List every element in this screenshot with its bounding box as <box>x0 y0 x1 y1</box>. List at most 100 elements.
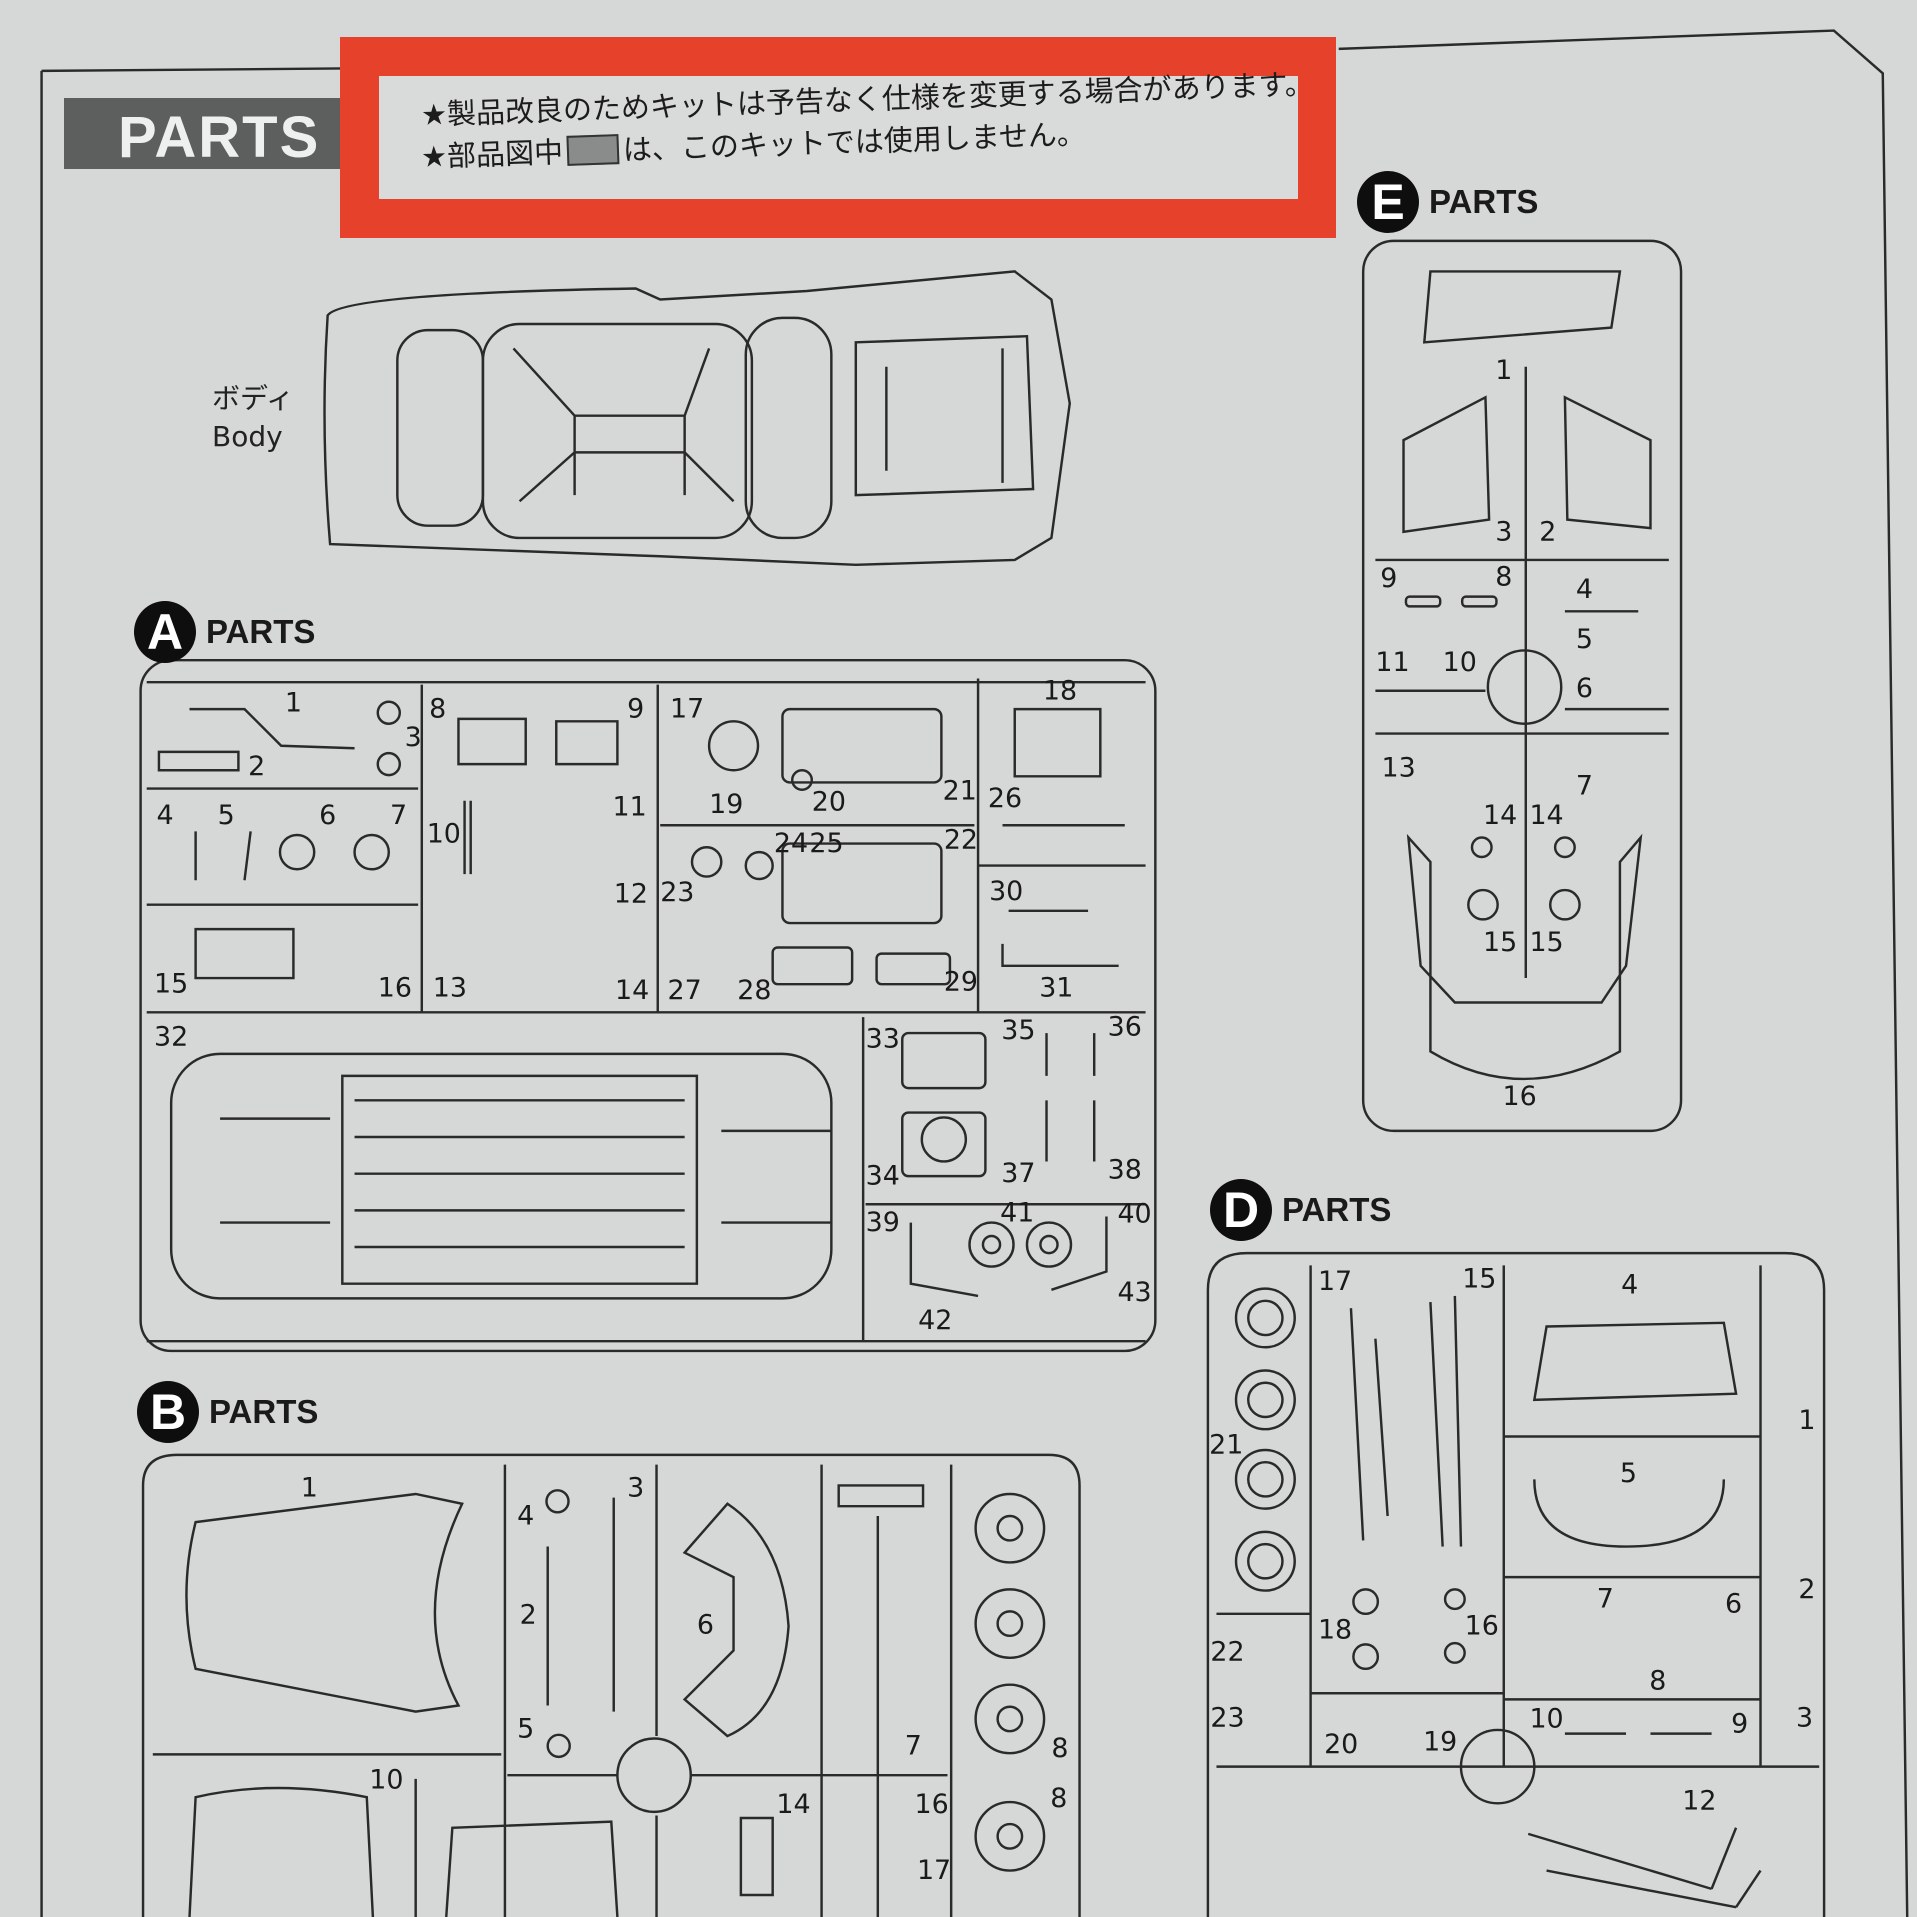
part-number-d: 4 <box>1621 1269 1638 1300</box>
part-number-a: 36 <box>1108 1012 1142 1043</box>
page-frame <box>40 29 1909 1917</box>
section-b-badge: B <box>137 1381 199 1443</box>
part-number-a: 30 <box>989 876 1023 907</box>
part-number-e: 3 <box>1495 516 1512 547</box>
part-number-d: 17 <box>1318 1266 1352 1297</box>
part-number-d: 6 <box>1725 1589 1742 1620</box>
part-number-d: 7 <box>1597 1584 1614 1615</box>
part-number-a: 27 <box>668 975 702 1006</box>
part-number-a: 32 <box>154 1021 188 1052</box>
part-number-a: 16 <box>378 972 412 1003</box>
part-number-a: 22 <box>944 824 978 855</box>
part-number-a: 12 <box>614 878 648 909</box>
part-number-e: 2 <box>1539 516 1556 547</box>
part-number-a: 3 <box>405 722 422 753</box>
body-drawing <box>323 270 1071 567</box>
section-d-label: PARTS <box>1282 1191 1392 1228</box>
notice-highlight-box: ★製品改良のためキットは予告なく仕様を変更する場合があります。 ★部品図中は、こ… <box>340 37 1336 238</box>
section-d-heading: D PARTS <box>1210 1179 1391 1241</box>
part-number-a: 14 <box>615 975 649 1006</box>
part-number-a: 18 <box>1043 675 1077 706</box>
part-number-e: 15 <box>1529 927 1563 958</box>
part-number-d: 1 <box>1798 1405 1815 1436</box>
part-number-a: 37 <box>1001 1158 1035 1189</box>
part-number-a: 38 <box>1108 1155 1142 1186</box>
part-number-d: 10 <box>1529 1704 1563 1735</box>
part-number-b: 4 <box>517 1501 534 1532</box>
part-number-b: 3 <box>627 1472 644 1503</box>
part-number-e: 15 <box>1483 927 1517 958</box>
part-number-a: 24 <box>774 828 808 859</box>
part-number-a: 13 <box>433 972 467 1003</box>
part-number-a: 9 <box>627 694 644 725</box>
body-label: ボディ Body <box>212 380 294 456</box>
part-number-d: 12 <box>1682 1785 1716 1816</box>
part-number-e: 11 <box>1375 647 1409 678</box>
part-number-d: 20 <box>1324 1729 1358 1760</box>
panel-e <box>1361 239 1683 1133</box>
part-number-a: 15 <box>154 969 188 1000</box>
part-number-a: 31 <box>1039 972 1073 1003</box>
notice-line2-before: ★部品図中 <box>420 135 564 174</box>
part-number-b: 16 <box>915 1789 949 1820</box>
part-number-d: 2 <box>1798 1574 1815 1605</box>
part-number-b: 8 <box>1050 1783 1067 1814</box>
part-number-e: 6 <box>1576 673 1593 704</box>
part-number-d: 18 <box>1318 1614 1352 1645</box>
section-e-badge: E <box>1357 171 1419 233</box>
panel-d <box>1206 1251 1826 1917</box>
part-number-b: 7 <box>905 1730 922 1761</box>
notice-line2-after: は、このキットでは使用しません。 <box>622 116 1087 167</box>
part-number-a: 7 <box>390 800 407 831</box>
part-number-a: 34 <box>866 1161 900 1192</box>
part-number-e: 8 <box>1495 562 1512 593</box>
part-number-d: 19 <box>1423 1727 1457 1758</box>
part-number-a: 11 <box>613 791 647 822</box>
section-d-badge: D <box>1210 1179 1272 1241</box>
unused-part-swatch <box>566 134 620 166</box>
part-number-b: 6 <box>697 1609 714 1640</box>
part-number-e: 1 <box>1495 355 1512 386</box>
section-a-label: PARTS <box>206 613 316 650</box>
part-number-e: 9 <box>1380 563 1397 594</box>
panel-a <box>139 658 1157 1353</box>
part-number-d: 15 <box>1462 1263 1496 1294</box>
part-number-d: 23 <box>1210 1702 1244 1733</box>
part-number-a: 41 <box>1000 1197 1034 1228</box>
part-number-a: 29 <box>944 966 978 997</box>
part-number-a: 25 <box>809 828 843 859</box>
part-number-a: 26 <box>988 783 1022 814</box>
part-number-e: 14 <box>1529 800 1563 831</box>
part-number-a: 23 <box>660 877 694 908</box>
part-number-b: 5 <box>517 1713 534 1744</box>
part-number-e: 14 <box>1483 800 1517 831</box>
part-number-b: 10 <box>369 1765 403 1796</box>
section-e-heading: E PARTS <box>1357 171 1538 233</box>
part-number-e: 5 <box>1576 624 1593 655</box>
part-number-a: 43 <box>1117 1277 1151 1308</box>
part-number-a: 1 <box>285 688 302 719</box>
part-number-e: 13 <box>1382 752 1416 783</box>
part-number-b: 1 <box>301 1472 318 1503</box>
part-number-a: 8 <box>429 694 446 725</box>
section-b-heading: B PARTS <box>137 1381 318 1443</box>
part-number-d: 8 <box>1649 1666 1666 1697</box>
part-number-d: 22 <box>1210 1636 1244 1667</box>
part-number-a: 19 <box>709 789 743 820</box>
section-e-label: PARTS <box>1429 183 1539 220</box>
part-number-a: 4 <box>156 800 173 831</box>
part-number-a: 42 <box>918 1305 952 1336</box>
part-number-a: 20 <box>812 787 846 818</box>
part-number-b: 2 <box>520 1600 537 1631</box>
parts-title: PARTS <box>118 105 321 170</box>
part-number-a: 28 <box>737 975 771 1006</box>
part-number-e: 4 <box>1576 574 1593 605</box>
part-number-b: 14 <box>776 1789 810 1820</box>
panel-b <box>141 1453 1081 1917</box>
part-number-a: 10 <box>427 818 461 849</box>
part-number-a: 40 <box>1117 1199 1151 1230</box>
part-number-a: 5 <box>218 800 235 831</box>
part-number-a: 17 <box>670 694 704 725</box>
section-a-heading: A PARTS <box>134 601 315 663</box>
part-number-a: 33 <box>866 1024 900 1055</box>
